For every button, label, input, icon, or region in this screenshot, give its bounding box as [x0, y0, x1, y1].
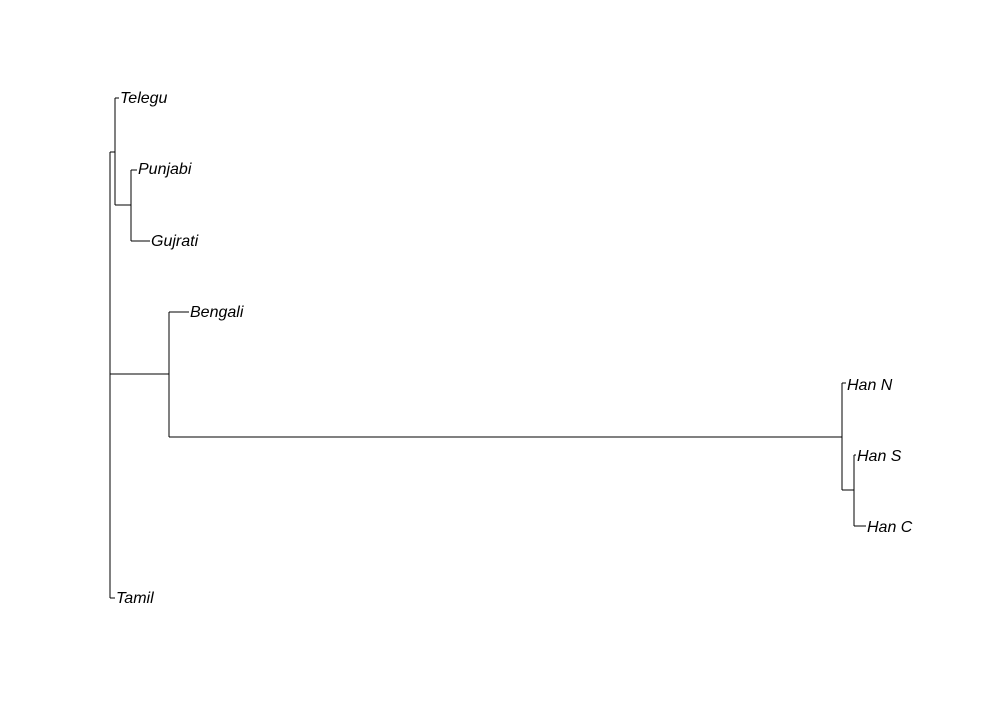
tip-label-bengali: Bengali: [190, 304, 244, 321]
tip-label-gujrati: Gujrati: [151, 233, 199, 250]
tip-label-tamil: Tamil: [116, 590, 154, 607]
tip-labels: Telegu Punjabi Gujrati Bengali Han N Han…: [116, 90, 913, 607]
tip-label-punjabi: Punjabi: [138, 161, 192, 178]
tip-label-han-n: Han N: [847, 377, 893, 394]
tip-label-han-c: Han C: [867, 519, 913, 536]
branches: [109, 97, 866, 599]
tip-label-han-s: Han S: [857, 448, 902, 465]
tip-label-telegu: Telegu: [120, 90, 168, 107]
